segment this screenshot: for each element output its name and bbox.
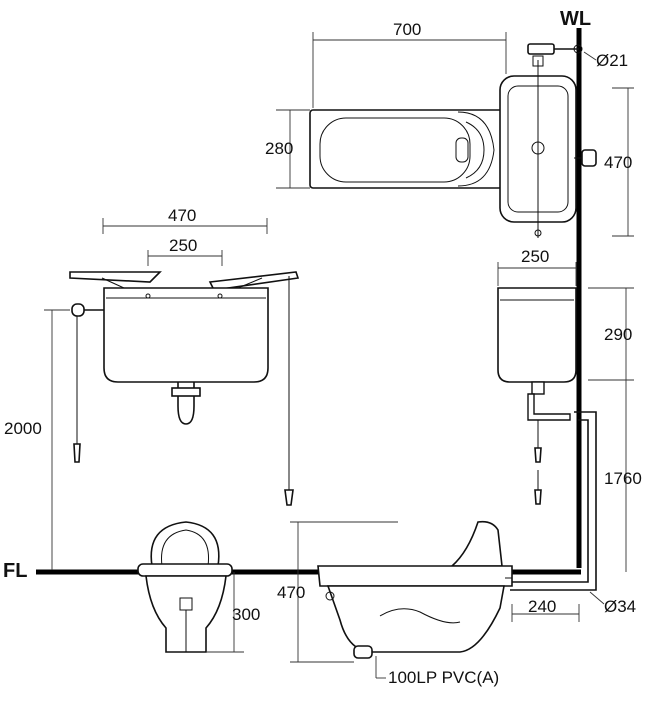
dim-high-tank-mount — [44, 309, 70, 570]
high-level-cistern — [69, 271, 300, 506]
leader-34 — [589, 591, 605, 605]
dim-1760-label: 1760 — [604, 469, 642, 488]
dim-squat-pan-height — [290, 521, 398, 663]
dim-240-label: 240 — [528, 597, 556, 616]
leader-21 — [583, 51, 597, 61]
dim-470-bottom-label: 470 — [277, 583, 305, 602]
dim-300-label: 300 — [232, 605, 260, 624]
low-level-cistern — [497, 287, 597, 591]
drain-pipe-label: 100LP PVC(A) — [388, 668, 499, 687]
dim-250-right-label: 250 — [521, 247, 549, 266]
dim-290-label: 290 — [604, 325, 632, 344]
dim-250-left-label: 250 — [169, 236, 197, 255]
dim-high-tank-bracket — [147, 250, 223, 266]
dim-low-tank-width — [497, 262, 577, 286]
dim-470-side-label: 470 — [604, 153, 632, 172]
dim-urinal-height — [206, 572, 244, 653]
dim-470-top-label: 470 — [168, 206, 196, 225]
top-view-fixture — [309, 43, 597, 238]
urinal-fixture — [137, 521, 233, 653]
squat-pan-side — [317, 520, 513, 659]
dim-2000-label: 2000 — [4, 419, 42, 438]
dim-700-label: 700 — [393, 20, 421, 39]
dim-outlet-offset — [511, 604, 580, 622]
dim-34-label: Ø34 — [604, 597, 636, 616]
wall-line-label: WL — [560, 8, 591, 30]
dim-high-tank-width — [102, 218, 268, 234]
dim-top-tank-width — [312, 32, 507, 108]
floor-line-label: FL — [3, 560, 27, 582]
dim-280-label: 280 — [265, 139, 293, 158]
dim-top-tank-depth — [276, 109, 310, 189]
dim-side-tank-height — [612, 87, 634, 237]
dim-21-label: Ø21 — [596, 51, 628, 70]
